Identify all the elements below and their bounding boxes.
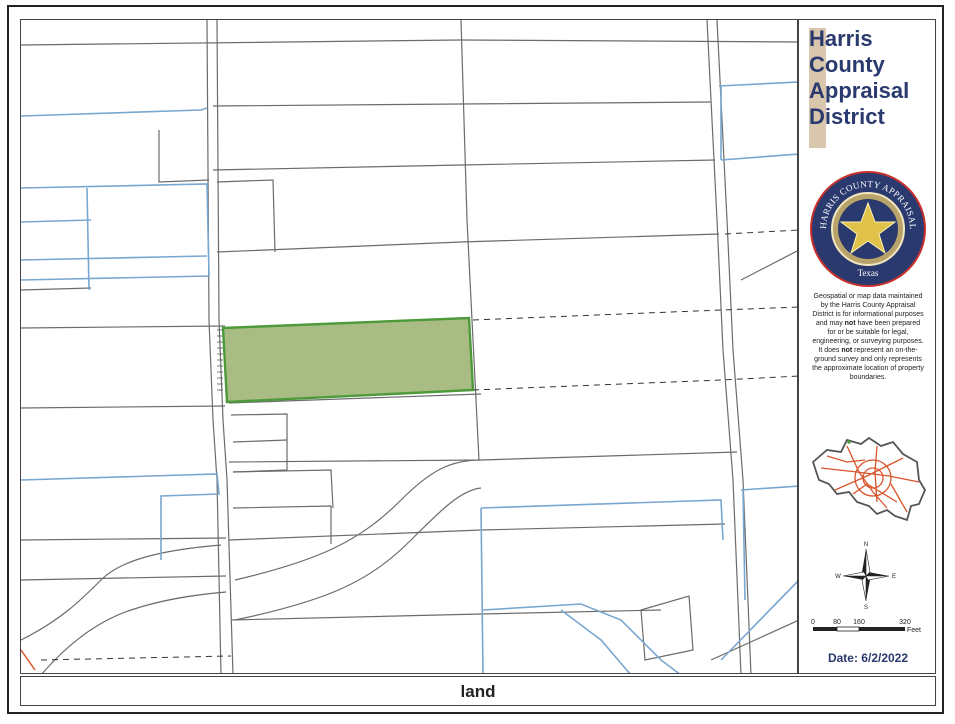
water-line	[720, 580, 797, 661]
parcel-line	[232, 469, 334, 509]
parcel-line	[228, 393, 482, 404]
water-line	[480, 499, 724, 541]
water-line	[720, 153, 797, 161]
parcel-line	[21, 405, 226, 409]
scale-tick-160: 160	[853, 619, 865, 626]
road-line	[234, 459, 482, 581]
parcel-line	[158, 130, 210, 183]
water-line	[21, 219, 92, 223]
road-line	[234, 487, 482, 621]
disclaimer-text: Geospatial or map data maintained by the…	[812, 293, 924, 381]
road-line	[21, 544, 222, 641]
parcel-map-canvas	[21, 20, 797, 673]
dashed-boundary	[472, 306, 797, 321]
parcel-line	[216, 179, 276, 253]
title-line: County	[809, 52, 885, 77]
location-marker	[847, 440, 851, 444]
scale-tick-80: 80	[833, 619, 841, 626]
parcel-line	[216, 233, 720, 253]
parcel-line	[21, 537, 227, 541]
parcel-line	[228, 451, 738, 463]
map-caption: land	[460, 682, 496, 701]
water-line	[21, 107, 208, 117]
water-line	[21, 473, 220, 560]
road-line	[706, 20, 742, 673]
parcel-line	[640, 595, 694, 661]
agency-title: Harris County Appraisal District	[809, 26, 934, 130]
title-line: District	[809, 104, 885, 129]
road-line	[716, 20, 752, 673]
parcel-line	[740, 250, 797, 281]
compass-s: S	[864, 605, 868, 610]
road-line	[216, 20, 234, 673]
parcel-line	[21, 287, 92, 291]
water-line	[21, 183, 210, 281]
parcel-line	[232, 439, 288, 443]
parcel-line	[228, 523, 726, 541]
county-inset-map	[811, 436, 927, 522]
water-line	[86, 187, 90, 291]
parcel-line	[21, 325, 226, 329]
parcel-line	[232, 505, 332, 544]
parcel-line	[710, 620, 797, 661]
parcel-line	[212, 101, 712, 107]
water-line	[560, 609, 631, 673]
red-road-line	[21, 649, 36, 671]
parcel-line	[230, 609, 662, 621]
caption-bar: land	[20, 676, 936, 706]
water-line	[718, 81, 797, 87]
dashed-boundary	[472, 375, 797, 391]
subject-parcel[interactable]	[221, 316, 475, 404]
legend-panel: Harris County Appraisal District HARRIS …	[798, 19, 936, 674]
scale-tick-320: 320	[899, 619, 911, 626]
parcel-line	[460, 20, 480, 461]
title-accent-bar	[809, 28, 826, 148]
compass-n: N	[864, 542, 868, 548]
parcel-line	[212, 159, 716, 171]
water-line	[742, 489, 746, 601]
scale-bar: 0 80 160 320 Feet	[811, 619, 921, 634]
water-line	[21, 255, 208, 261]
parcel-map[interactable]	[20, 19, 798, 674]
parcel-line	[21, 39, 797, 46]
scale-tick-0: 0	[811, 619, 815, 626]
parcel-line	[230, 413, 288, 473]
water-line	[480, 507, 484, 673]
map-date: Date: 6/2/2022	[827, 651, 909, 665]
compass-w: W	[835, 574, 841, 580]
seal-bottom-text: Texas	[858, 268, 879, 278]
road-line	[41, 591, 227, 673]
water-line	[482, 603, 680, 673]
hcad-seal-logo: HARRIS COUNTY APPRAISAL DISTRICT Texas	[809, 170, 926, 287]
north-arrow-compass: N S E W	[835, 542, 896, 610]
compass-e: E	[892, 574, 896, 580]
water-line	[740, 485, 797, 491]
dashed-boundary	[40, 655, 232, 661]
scale-unit: Feet	[907, 627, 921, 634]
title-line: Appraisal	[809, 78, 910, 103]
dashed-boundary	[724, 229, 797, 235]
parcel-line	[21, 575, 227, 581]
title-line: Harris	[809, 26, 873, 51]
